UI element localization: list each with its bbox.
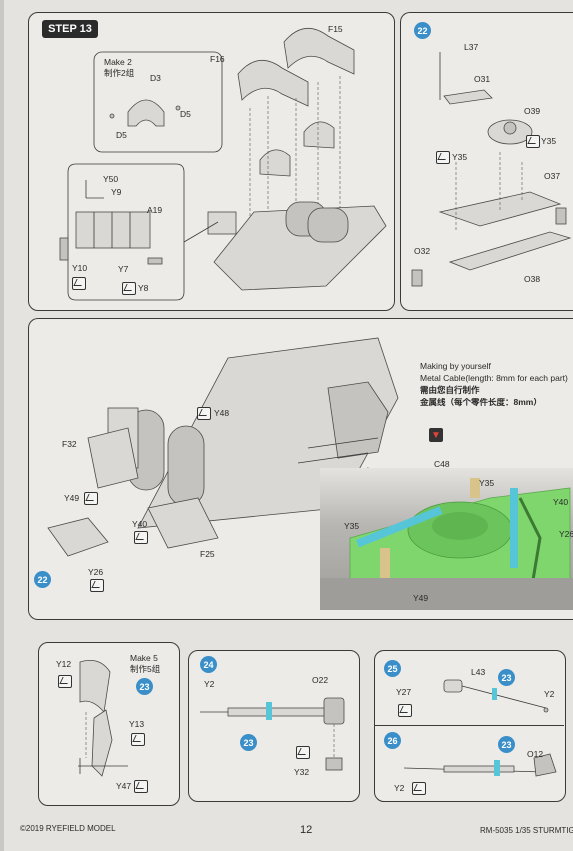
render-label-y40-right: Y40 — [553, 497, 569, 507]
part-label-a19: A19 — [147, 205, 163, 215]
part-label-y35-left: Y35 — [452, 152, 468, 162]
glue-icon — [412, 782, 426, 795]
part-label-y10: Y10 — [72, 263, 88, 273]
make-5-note: Make 5 — [130, 653, 158, 663]
part-label-o37: O37 — [544, 171, 561, 181]
part-label-y2-24: Y2 — [204, 679, 215, 689]
glue-icon — [398, 704, 412, 717]
substep-badge-26: 26 — [384, 732, 401, 749]
part-label-y47: Y47 — [116, 781, 132, 791]
part-label-o31: O31 — [474, 74, 491, 84]
substep-25-26-panel — [374, 650, 566, 802]
product-code: RM-5035 1/35 STURMTIG — [480, 826, 573, 835]
part-label-f15: F15 — [328, 24, 343, 34]
part-label-y9: Y9 — [111, 187, 122, 197]
glue-icon — [197, 407, 211, 420]
substep-badge-22: 22 — [414, 22, 431, 39]
substep-badge-25: 25 — [384, 660, 401, 677]
part-label-l37: L37 — [464, 42, 479, 52]
cable-note-en-2: Metal Cable(length: 8mm for each part) — [420, 374, 568, 383]
part-label-f25: F25 — [200, 549, 215, 559]
render-label-c48: C48 — [434, 459, 450, 469]
substep-24-panel — [188, 650, 360, 802]
part-label-o39: O39 — [524, 106, 541, 116]
assembly-render-photo — [320, 468, 573, 610]
substep-badge-23-in-26: 23 — [498, 736, 515, 753]
glue-icon — [131, 733, 145, 746]
arrow-down-icon: ▼ — [429, 428, 443, 442]
part-label-y50: Y50 — [103, 174, 119, 184]
glue-icon — [90, 579, 104, 592]
glue-icon — [134, 531, 148, 544]
make-2-note-cn: 制作2组 — [104, 68, 135, 78]
part-label-d3: D3 — [150, 73, 161, 83]
instruction-page: STEP 13 Make 2 制作2 — [4, 0, 573, 851]
substep-divider — [374, 725, 564, 726]
part-label-y13: Y13 — [129, 719, 145, 729]
part-label-o32: O32 — [414, 246, 431, 256]
substep-badge-23-in-24: 23 — [240, 734, 257, 751]
part-label-y2-26: Y2 — [394, 783, 405, 793]
substep-25-26-drawing — [403, 679, 557, 777]
substep-badge-23: 23 — [136, 678, 153, 695]
part-label-l43: L43 — [471, 667, 486, 677]
part-label-y49-left: Y49 — [64, 493, 80, 503]
make-2-note: Make 2 — [104, 57, 132, 67]
substep-badge-24: 24 — [200, 656, 217, 673]
substep-24-drawing — [200, 697, 345, 771]
glue-icon — [526, 135, 540, 148]
part-label-y2-25: Y2 — [544, 689, 555, 699]
glue-icon — [122, 282, 136, 295]
glue-icon — [134, 780, 148, 793]
render-label-y26-right: Y26 — [559, 529, 573, 539]
page-number: 12 — [300, 824, 313, 836]
part-label-y35-right: Y35 — [541, 136, 557, 146]
part-label-y12: Y12 — [56, 659, 72, 669]
substep-badge-22-main: 22 — [34, 571, 51, 588]
render-label-y35-left: Y35 — [344, 521, 360, 531]
cable-note-cn-2: 金属线（每个零件长度：8mm） — [420, 398, 542, 407]
part-label-y48: Y48 — [214, 408, 230, 418]
part-label-y26-left: Y26 — [88, 567, 104, 577]
glue-icon — [436, 151, 450, 164]
glue-icon — [58, 675, 72, 688]
glue-icon — [84, 492, 98, 505]
substep-22-drawing — [411, 52, 572, 287]
part-label-f16: F16 — [210, 54, 225, 64]
cable-note-en-1: Making by yourself — [420, 361, 491, 371]
part-label-f32: F32 — [62, 439, 77, 449]
make-5-note-cn: 制作5组 — [130, 664, 161, 674]
step-13-drawing — [59, 28, 387, 301]
part-label-y32: Y32 — [294, 767, 310, 777]
part-label-d5-left: D5 — [116, 130, 127, 140]
part-label-y7: Y7 — [118, 264, 129, 274]
part-label-d5-right: D5 — [180, 109, 191, 119]
substep-23-drawing — [78, 659, 128, 777]
part-label-y27: Y27 — [396, 687, 412, 697]
step-label: STEP 13 — [42, 20, 98, 38]
copyright: ©2019 RYEFIELD MODEL — [20, 824, 116, 833]
part-label-o22: O22 — [312, 675, 329, 685]
substep-badge-23-in-25: 23 — [498, 669, 515, 686]
glue-icon — [296, 746, 310, 759]
render-label-y49-bottom: Y49 — [413, 593, 429, 603]
glue-icon — [72, 277, 86, 290]
part-label-o12: O12 — [527, 749, 544, 759]
render-label-y35-top: Y35 — [479, 478, 495, 488]
part-label-y8: Y8 — [138, 283, 149, 293]
cable-note-cn-1: 需由您自行制作 — [420, 385, 480, 395]
part-label-o38: O38 — [524, 274, 541, 284]
part-label-y40-left: Y40 — [132, 519, 148, 529]
